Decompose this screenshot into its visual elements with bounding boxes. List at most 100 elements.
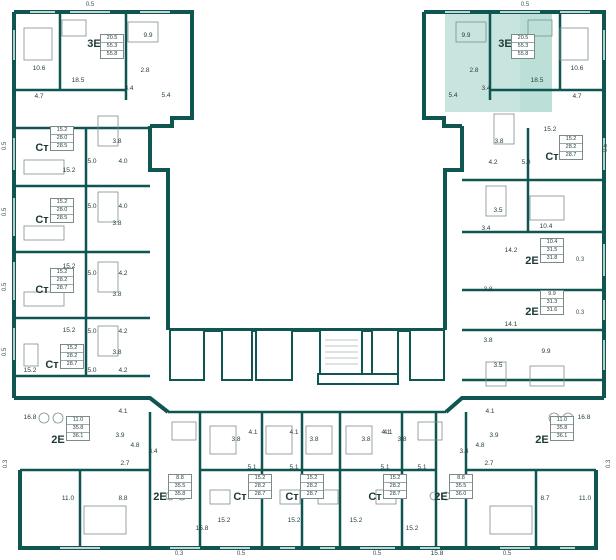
apartment-area-value: 28.2	[384, 483, 406, 491]
room-area-label: 3.8	[309, 435, 319, 443]
room-area-label: 3.8	[361, 435, 371, 443]
apartment-type-label: 2Е	[51, 434, 65, 446]
room-area-label: 4.2	[488, 158, 498, 166]
room-area-label: 18.5	[530, 76, 544, 84]
room-area-label: 5.0	[87, 202, 97, 210]
room-area-label: 4.2	[118, 366, 128, 374]
apartment-area-value: 28.7	[306, 491, 318, 497]
room-area-label: 4.2	[118, 327, 128, 335]
room-area-label: 2.7	[120, 459, 130, 467]
room-area-label: 3.8	[483, 285, 493, 293]
apartment-area-value: 15.2	[384, 475, 406, 483]
room-area-label: 9.9	[461, 31, 471, 39]
apartment-area-value: 10.4	[541, 239, 563, 247]
apartment-type-label: Ст	[45, 359, 59, 371]
apartment-area-value: 36.1	[556, 433, 568, 439]
apartment-area-value: 28.7	[389, 491, 401, 497]
room-area-label: 0.3	[3, 459, 9, 469]
room-area-label: 5.1	[289, 463, 299, 471]
apartment-area-value: 15.2	[51, 127, 73, 135]
apartment-type-label: Ст	[35, 142, 49, 154]
room-area-label: 0.5	[372, 551, 382, 557]
room-area-label: 3.8	[397, 435, 407, 443]
apartment-area-value: 15.2	[249, 475, 271, 483]
apartment-area-value: 35.8	[551, 425, 573, 433]
apartment-area-value: 35.8	[67, 425, 89, 433]
room-area-label: 5.4	[448, 91, 458, 99]
apartment-area-value: 28.5	[56, 143, 68, 149]
room-area-label: 0.5	[2, 282, 8, 292]
room-area-label: 4.1	[485, 407, 495, 415]
apartment-area-value: 28.2	[249, 483, 271, 491]
apartment-area-value: 35.8	[174, 491, 186, 497]
room-area-label: 3.4	[459, 447, 469, 455]
room-area-label: 15.2	[349, 516, 363, 524]
room-area-label: 3.5	[493, 361, 503, 369]
room-area-label: 15.2	[217, 516, 231, 524]
apartment-type-label: Ст	[545, 151, 559, 163]
room-area-label: 4.1	[248, 428, 258, 436]
room-area-label: 3.8	[112, 348, 122, 356]
room-area-label: 4.8	[475, 441, 485, 449]
apartment-type-label: 2Е	[535, 434, 549, 446]
apartment-area-value: 20.5	[512, 35, 534, 43]
apartment-area-value: 11.0	[551, 417, 573, 425]
room-area-label: 3.8	[483, 336, 493, 344]
room-area-label: 4.7	[572, 92, 582, 100]
room-area-label: 15.2	[62, 262, 76, 270]
room-area-label: 3.4	[481, 84, 491, 92]
room-area-label: 0.5	[520, 2, 530, 8]
room-area-label: 5.1	[247, 463, 257, 471]
apartment-type-label: Ст	[285, 491, 299, 503]
apartment-area-value: 55.8	[106, 51, 118, 57]
apartment-area-value: 28.2	[51, 277, 73, 285]
room-area-label: 0.5	[2, 347, 8, 357]
room-area-label: 0.5	[236, 551, 246, 557]
room-area-label: 10.6	[32, 64, 46, 72]
room-area-label: 16.8	[577, 413, 591, 421]
room-area-label: 0.5	[502, 551, 512, 557]
apartment-area-value: 31.8	[546, 255, 558, 261]
room-area-label: 3.8	[231, 435, 241, 443]
room-area-label: 3.4	[148, 447, 158, 455]
room-area-label: 5.0	[87, 327, 97, 335]
apartment-area-value: 28.7	[56, 285, 68, 291]
apartment-type-label: 2Е	[153, 491, 167, 503]
stair-core	[169, 329, 445, 385]
room-area-label: 8.7	[540, 494, 550, 502]
room-area-label: 5.1	[417, 463, 427, 471]
apartment-area-value: 31.5	[541, 247, 563, 255]
room-area-label: 4.1	[289, 428, 299, 436]
apartment-area-value: 31.3	[541, 299, 563, 307]
apartment-area-value: 35.5	[450, 483, 472, 491]
room-area-label: 2.7	[484, 459, 494, 467]
room-area-label: 4.7	[34, 92, 44, 100]
apartment-area-value: 28.5	[56, 215, 68, 221]
room-area-label: 9.9	[143, 31, 153, 39]
apartment-type-label: 2Е	[434, 491, 448, 503]
apartment-area-value: 15.2	[560, 136, 582, 144]
apartment-type-label: Ст	[233, 491, 247, 503]
room-area-label: 3.4	[124, 84, 134, 92]
apartment-type-label: Ст	[35, 284, 49, 296]
room-area-label: 11.0	[61, 494, 75, 502]
room-area-label: 3.8	[112, 290, 122, 298]
room-area-label: 10.4	[539, 222, 553, 230]
apartment-area-value: 36.1	[72, 433, 84, 439]
room-area-label: 3.9	[489, 431, 499, 439]
apartment-area-value: 28.0	[51, 135, 73, 143]
room-area-label: 4.1	[381, 428, 391, 436]
room-area-label: 4.1	[118, 407, 128, 415]
room-area-label: 10.6	[570, 64, 584, 72]
